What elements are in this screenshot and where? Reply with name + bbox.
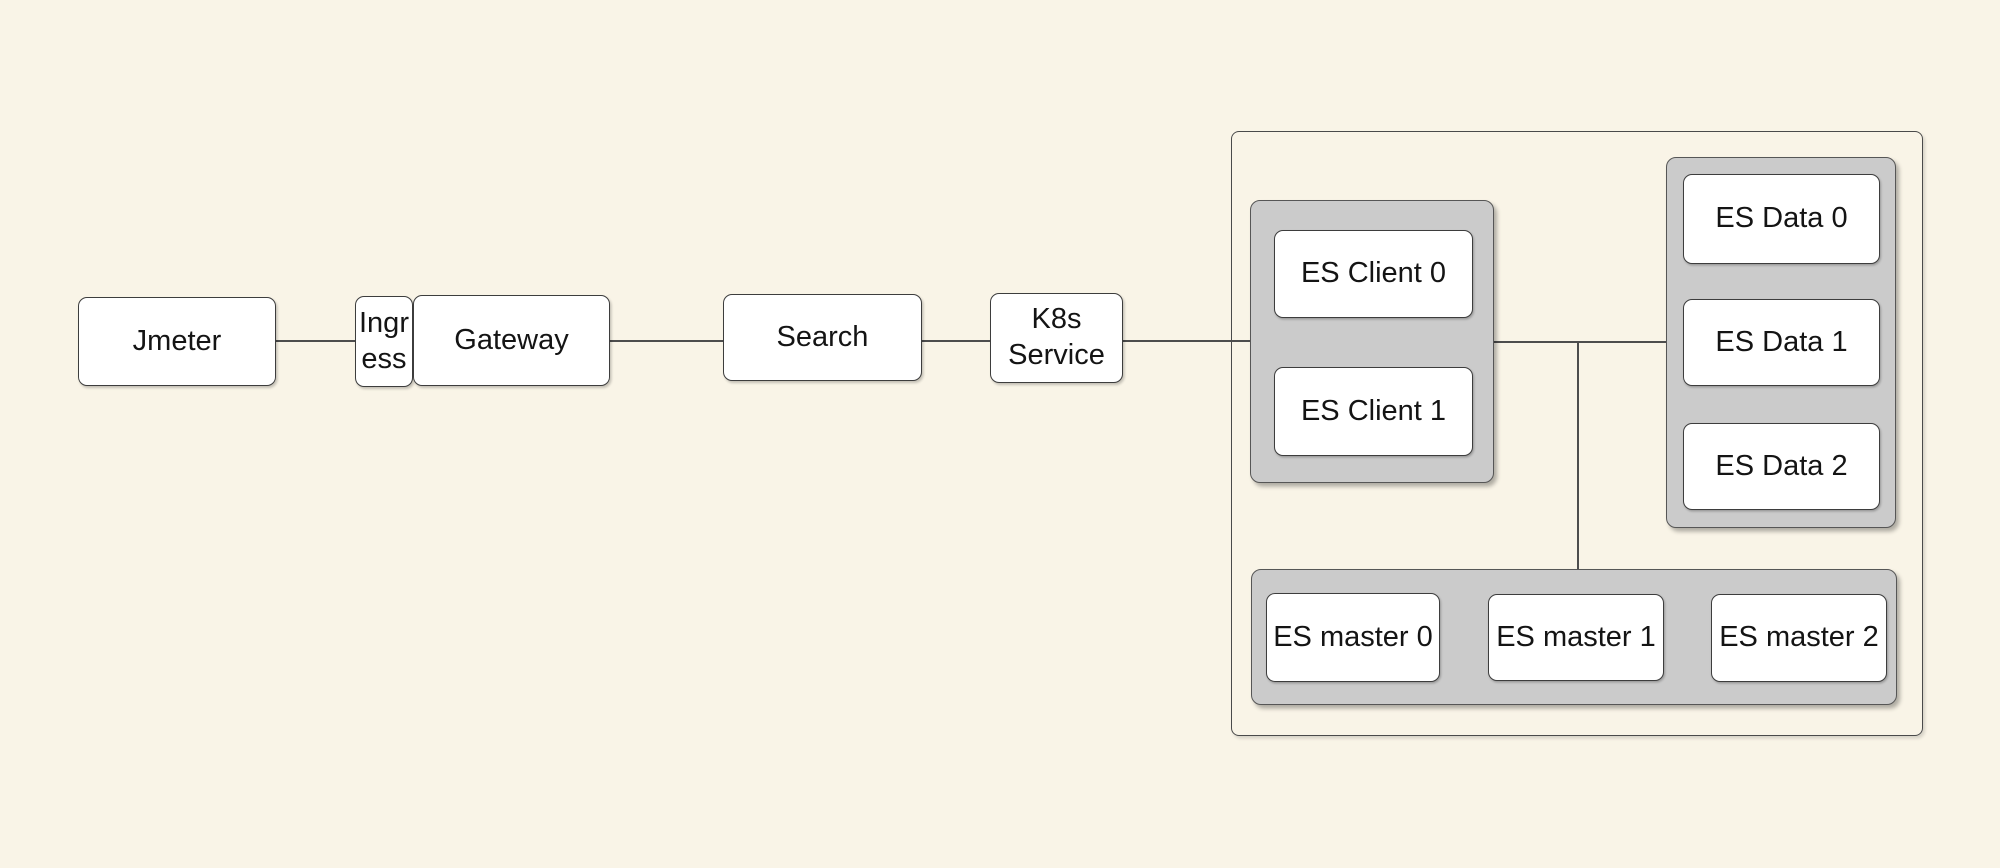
- edge-es-client-group-es-data-group: [1494, 341, 1666, 343]
- node-es-master-2: ES master 2: [1711, 594, 1887, 682]
- es-cluster-container: [1231, 131, 1923, 736]
- node-es-client-0-label: ES Client 0: [1300, 257, 1447, 290]
- node-es-data-2-label: ES Data 2: [1715, 449, 1848, 482]
- node-es-master-0: ES master 0: [1266, 593, 1440, 682]
- node-jmeter: Jmeter: [78, 297, 276, 386]
- node-gateway: Gateway: [413, 295, 610, 386]
- node-k8s-service: K8s Service: [990, 293, 1123, 383]
- node-es-data-0-label: ES Data 0: [1715, 202, 1848, 235]
- edge-k8s-service-es-client-group: [1123, 340, 1250, 342]
- es-master-group: ES master 0 ES master 1 ES master 2: [1251, 569, 1897, 705]
- node-search: Search: [723, 294, 922, 381]
- node-es-data-2: ES Data 2: [1683, 423, 1880, 510]
- node-ingress: Ingress: [355, 296, 413, 387]
- node-es-client-0: ES Client 0: [1274, 230, 1473, 318]
- node-es-data-0: ES Data 0: [1683, 174, 1880, 264]
- edge-trunk-es-master-group: [1577, 341, 1579, 570]
- edge-jmeter-ingress: [276, 340, 355, 342]
- node-k8s-service-label: K8s Service: [1008, 303, 1105, 371]
- node-es-master-2-label: ES master 2: [1719, 621, 1879, 654]
- node-jmeter-label: Jmeter: [132, 324, 222, 357]
- node-ingress-label: Ingress: [359, 306, 409, 375]
- node-es-client-1-label: ES Client 1: [1300, 394, 1447, 427]
- es-client-group: ES Client 0 ES Client 1: [1250, 200, 1494, 483]
- node-search-label: Search: [776, 320, 869, 353]
- edge-search-k8s-service: [922, 340, 990, 342]
- edge-gateway-search: [610, 340, 723, 342]
- node-gateway-label: Gateway: [454, 323, 569, 356]
- node-es-master-0-label: ES master 0: [1273, 620, 1433, 653]
- node-es-master-1: ES master 1: [1488, 594, 1664, 681]
- node-es-data-1-label: ES Data 1: [1715, 325, 1848, 358]
- node-es-client-1: ES Client 1: [1274, 367, 1473, 456]
- node-es-data-1: ES Data 1: [1683, 299, 1880, 386]
- es-data-group: ES Data 0 ES Data 1 ES Data 2: [1666, 157, 1896, 528]
- node-es-master-1-label: ES master 1: [1496, 620, 1656, 653]
